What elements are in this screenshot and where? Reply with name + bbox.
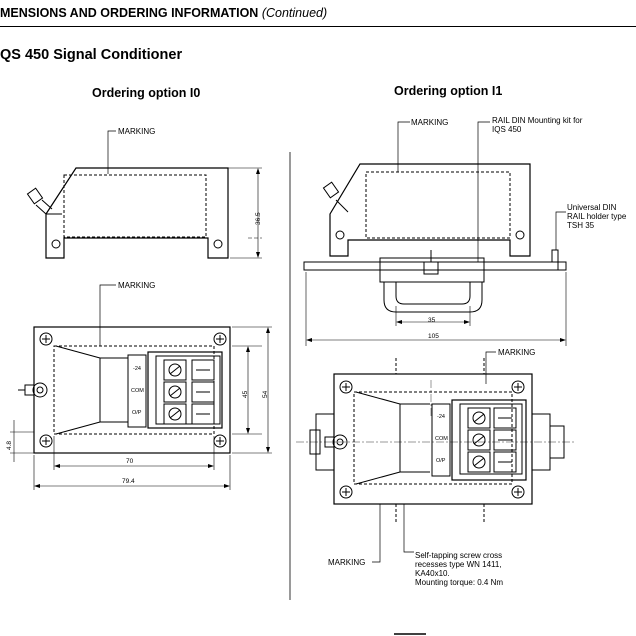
i1-dim-35: 35	[428, 317, 436, 324]
section-header: MENSIONS AND ORDERING INFORMATION (Conti…	[0, 6, 327, 20]
i0-marking-bottom-label: MARKING	[118, 281, 156, 290]
page-title: QS 450 Signal Conditioner	[0, 47, 183, 63]
i1-terminal-block	[431, 399, 527, 481]
i0-dim-45: 45	[242, 390, 249, 398]
i0-terminal-label: O/P	[132, 410, 142, 416]
i0-terminal-label: -24	[133, 366, 141, 372]
i1-marking-mid-label: MARKING	[498, 348, 536, 357]
header-rule	[0, 26, 636, 27]
i0-marking-top-label: MARKING	[118, 127, 156, 136]
section-header-text: MENSIONS AND ORDERING INFORMATION	[0, 6, 259, 20]
i1-terminal-label: COM	[435, 436, 448, 442]
i1-rail-kit-line: IQS 450	[492, 125, 522, 134]
i0-dim-48: 4.8	[6, 440, 13, 450]
i1-top-view	[296, 351, 574, 563]
i1-side-view	[303, 121, 567, 346]
i1-marking-top-label: MARKING	[411, 118, 449, 127]
i1-screw-note-line: KA40x10.	[415, 569, 450, 578]
i1-din-holder-line: RAIL holder type	[567, 212, 627, 221]
i1-screw-note: Self-tapping screw cross recesses type W…	[415, 551, 503, 587]
i0-side-view	[26, 130, 262, 259]
i0-side-connector	[26, 187, 53, 215]
i1-terminal-label: O/P	[436, 458, 446, 464]
i1-screw-note-line: Self-tapping screw cross	[415, 551, 503, 560]
i0-terminal-label: COM	[131, 388, 144, 394]
i0-terminal-block	[127, 351, 223, 429]
i1-rail-kit-line: RAIL DIN Mounting kit for	[492, 116, 583, 125]
i0-dim-794: 79.4	[122, 478, 135, 485]
i1-din-holder-label: Universal DIN RAIL holder type TSH 35	[567, 203, 626, 230]
i1-din-holder-line: TSH 35	[567, 221, 595, 230]
i1-din-rail	[303, 249, 567, 313]
i1-marking-bottom-label: MARKING	[328, 558, 366, 567]
i1-rail-kit-label: RAIL DIN Mounting kit for IQS 450	[492, 116, 582, 134]
i1-terminal-label: -24	[437, 414, 445, 420]
option-i1-heading: Ordering option I1	[394, 84, 503, 98]
i0-dim-54: 54	[262, 390, 269, 398]
i0-top-connector	[18, 382, 48, 398]
i0-dim-70: 70	[126, 458, 134, 465]
i1-din-holder-line: Universal DIN	[567, 203, 617, 212]
i1-side-connector	[322, 181, 349, 213]
i1-screw-note-line: recesses type WN 1411,	[415, 560, 502, 569]
i0-dim-height: 36.5	[255, 212, 262, 225]
i0-top-view	[10, 284, 272, 490]
i1-dim-105: 105	[428, 333, 439, 340]
continued-label: (Continued)	[261, 6, 328, 20]
i1-corner-screws	[339, 380, 525, 499]
option-i0-heading: Ordering option I0	[92, 86, 201, 100]
i1-screw-note-line: Mounting torque: 0.4 Nm	[415, 578, 504, 587]
i0-corner-screws	[39, 332, 227, 448]
